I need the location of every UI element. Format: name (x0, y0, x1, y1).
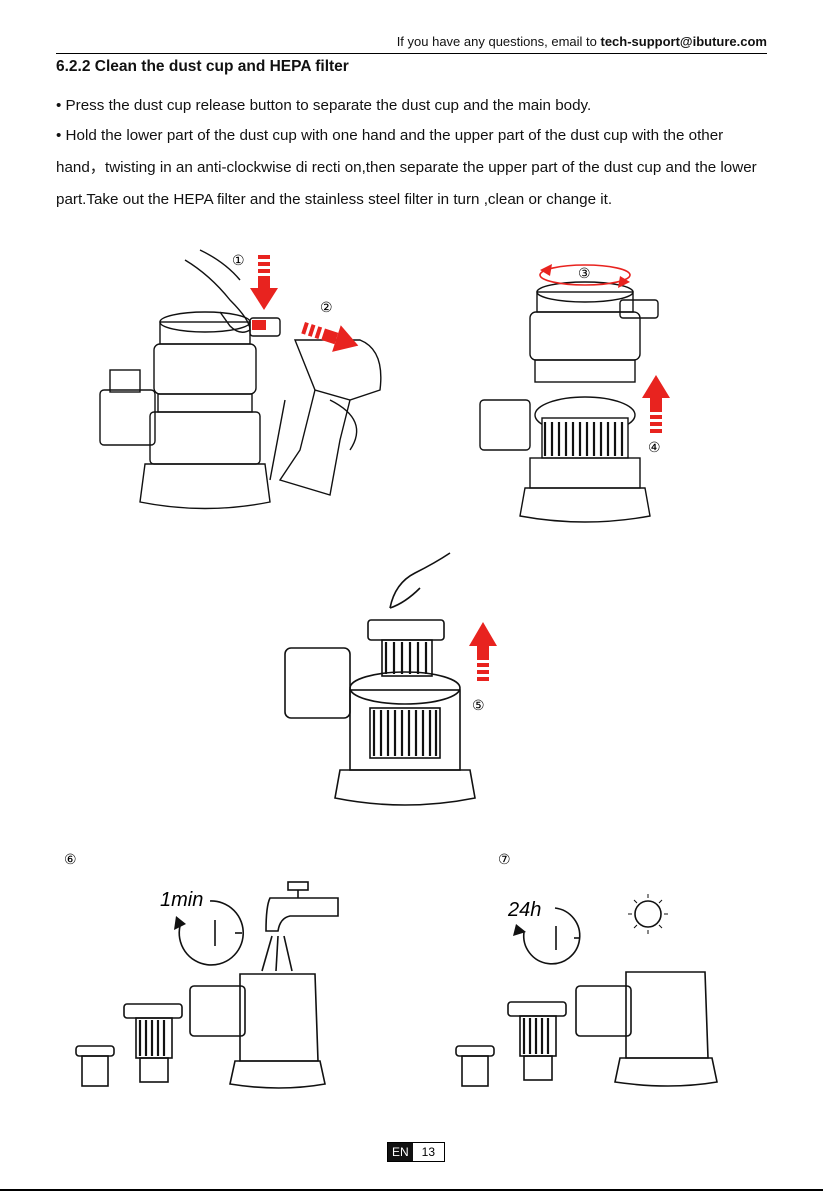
illustration-remove-hepa: ⑤ (284, 552, 497, 806)
step-3-label: ③ (578, 265, 591, 281)
language-badge: EN (388, 1143, 413, 1161)
page-footer: EN 13 (387, 1142, 446, 1162)
header-note-prefix: If you have any questions, email to (396, 34, 601, 49)
step-7-label: ⑦ (498, 851, 511, 867)
instruction-2: • Hold the lower part of the dust cup wi… (56, 127, 757, 208)
support-email[interactable]: tech-support@ibuture.com (600, 34, 767, 49)
instruction-1: • Press the dust cup release button to s… (56, 97, 592, 114)
header-support-note: If you have any questions, email to tech… (397, 34, 767, 49)
step-5-label: ⑤ (472, 697, 485, 713)
bottom-rule (0, 1189, 823, 1191)
illustration-twist-separate: ③ ④ (479, 264, 670, 523)
header-rule (56, 53, 767, 54)
illustration-release-dust-cup: ① ② (99, 249, 382, 510)
page-number: 13 (412, 1143, 445, 1161)
step-4-label: ④ (648, 439, 661, 455)
dry-time: 24h (507, 899, 541, 921)
step-2-label: ② (320, 299, 333, 315)
step-1-label: ① (232, 252, 245, 268)
step-6-label: ⑥ (64, 851, 77, 867)
wash-time: 1min (160, 889, 203, 911)
section-title: 6.2.2 Clean the dust cup and HEPA filter (56, 58, 349, 75)
illustration-wash-filters: ⑥ 1min (64, 851, 339, 1089)
illustration-dry-filters: ⑦ 24h (455, 851, 718, 1087)
